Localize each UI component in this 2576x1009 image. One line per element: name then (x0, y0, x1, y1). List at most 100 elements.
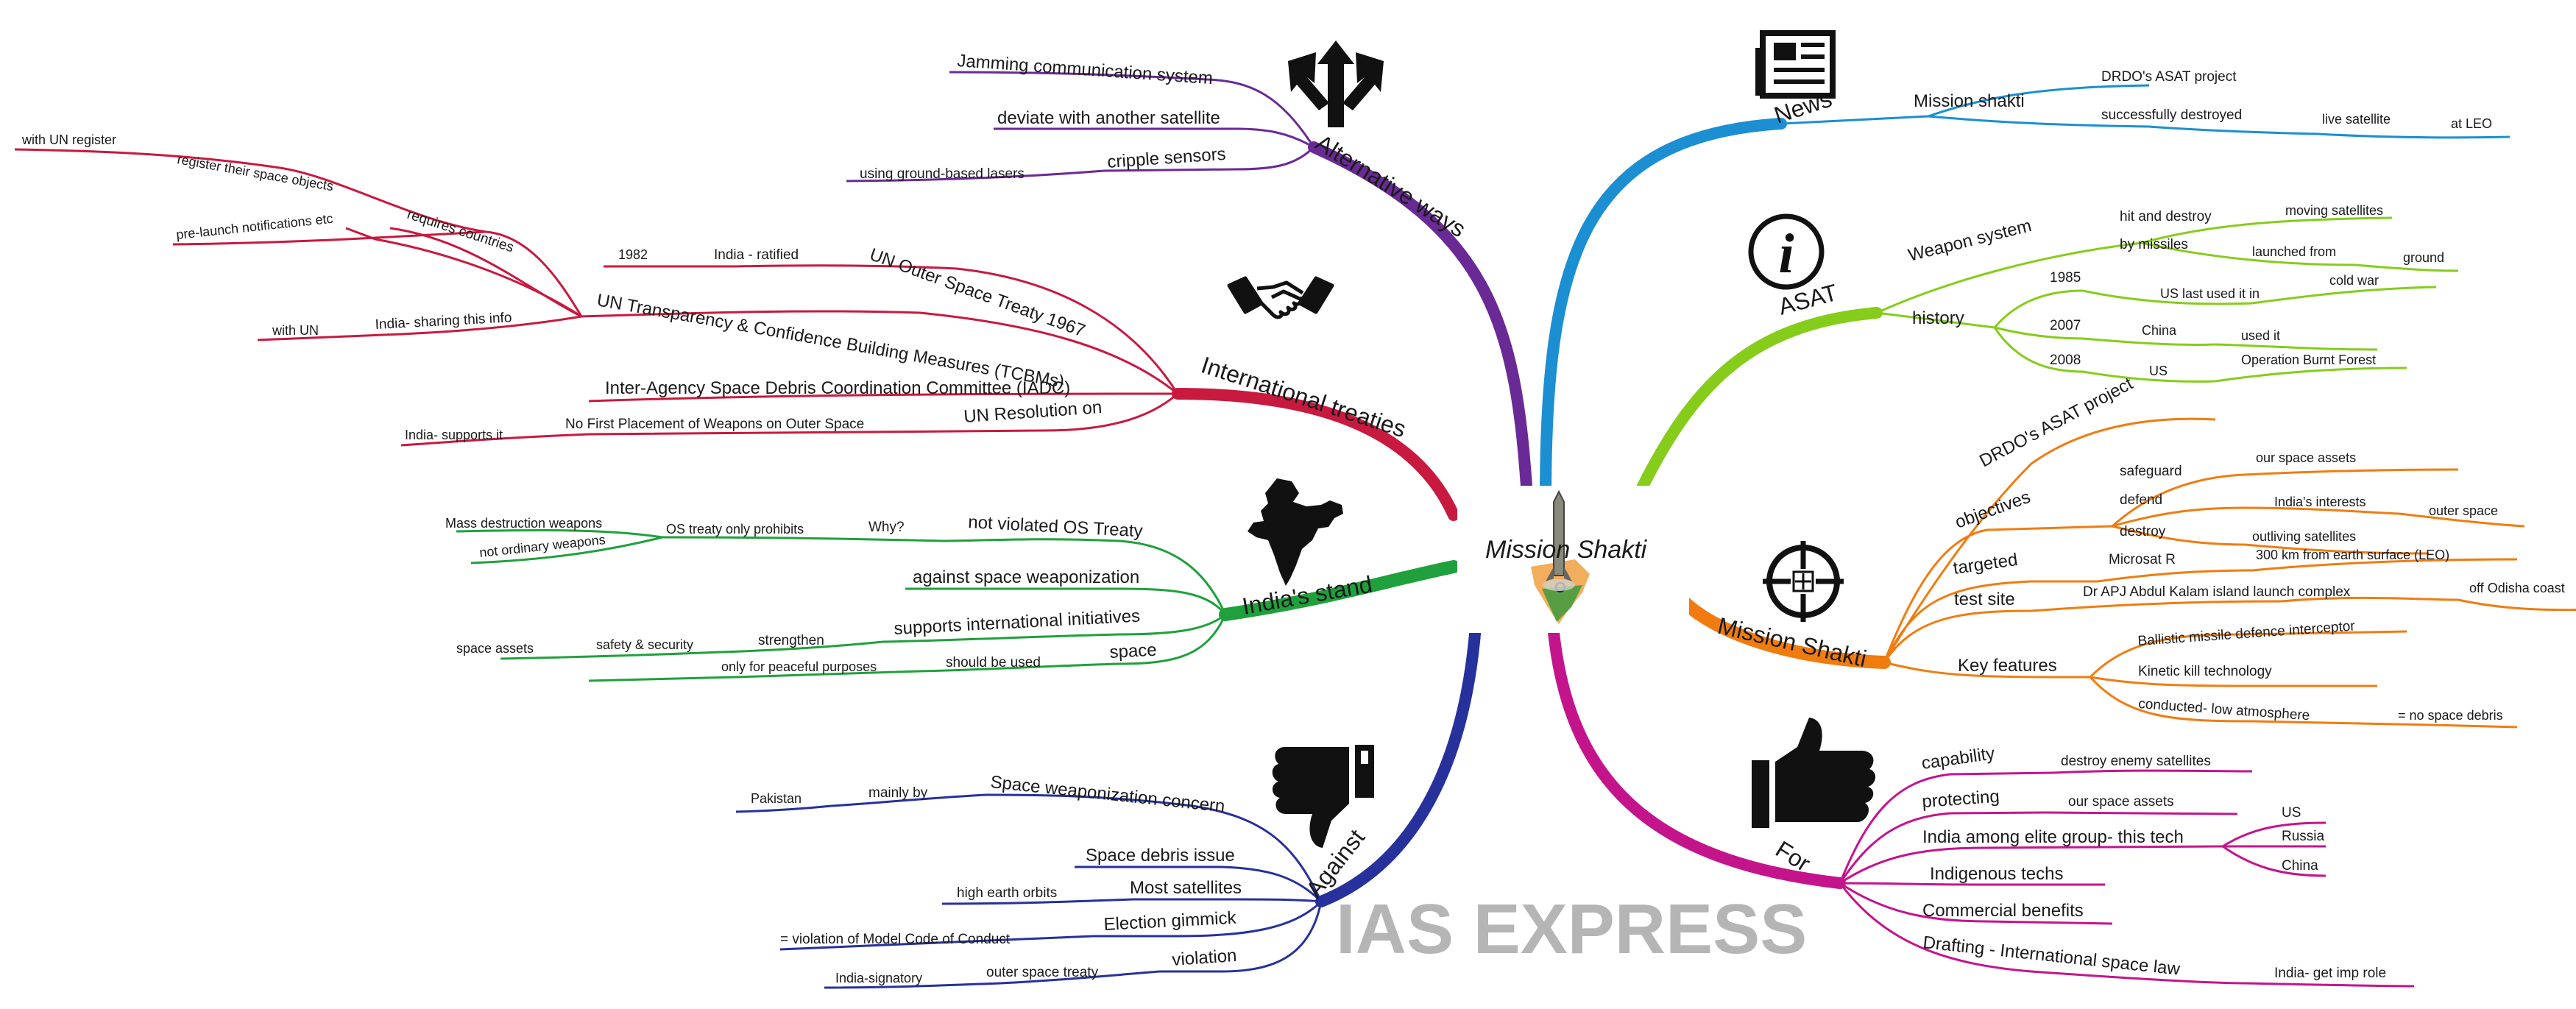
for-elite-group: India among elite group- this tech (1922, 827, 2184, 847)
branch-against-trunk (1315, 620, 1482, 907)
treaties-register-objects: register their space objects (176, 152, 334, 194)
treaties-resolution: UN Resolution on (963, 397, 1103, 427)
asat-launched-from: launched from (2252, 244, 2336, 259)
branch-asat-trunk (1632, 307, 1883, 503)
branch-treaties-trunk (1172, 388, 1459, 521)
against-mainly-by: mainly by (868, 785, 928, 801)
mission-indias-interests: India's interests (2274, 495, 2366, 509)
treaties-india-sharing: India- sharing this info (375, 310, 512, 333)
against-pakistan: Pakistan (751, 791, 802, 806)
asat-2008: 2008 (2050, 353, 2081, 368)
stand-title: India's stand (1240, 570, 1374, 619)
asat-hit-destroy: hit and destroy (2120, 209, 2212, 224)
stand-not-ordinary: not ordinary weapons (478, 532, 606, 560)
mission-off-odisha: off Odisha coast (2469, 581, 2565, 595)
against-high-orbits: high earth orbits (957, 885, 1057, 901)
missile-icon (1543, 489, 1575, 591)
asat-history: history (1912, 308, 1964, 328)
for-our-space-assets: our space assets (2068, 794, 2174, 810)
alternative-deviate: deviate with another satellite (997, 108, 1220, 128)
treaties-prelaunch: pre-launch notifications etc (175, 211, 333, 242)
stand-mass-destruction: Mass destruction weapons (445, 516, 602, 531)
mission-low-atmosphere: conducted- low atmosphere (2138, 696, 2310, 723)
news-drdo-project: DRDO's ASAT project (2101, 69, 2237, 85)
branch-alternative-trunk (1308, 141, 1533, 503)
mission-kalam-complex: Dr APJ Abdul Kalam island launch complex (2083, 584, 2351, 600)
treaties-with-un: with UN (272, 323, 319, 338)
against-ost: outer space treaty (986, 965, 1099, 980)
against-violation: violation (1172, 946, 1238, 970)
mission-outer-space: outer space (2429, 503, 2498, 518)
stand-against-weaponization: against space weaponization (913, 567, 1139, 587)
asat-us-last-used: US last used it in (2160, 286, 2260, 301)
alternative-jamming: Jamming communication system (957, 51, 1214, 88)
asat-2007: 2007 (2050, 318, 2081, 333)
mission-kinetic: Kinetic kill technology (2138, 664, 2272, 679)
stand-safety-security: safety & security (596, 637, 693, 652)
mission-drdo-project: DRDO's ASAT project (1976, 373, 2137, 471)
mission-objectives: objectives (1953, 487, 2034, 533)
news-at-leo: at LEO (2451, 116, 2492, 131)
treaties-1982: 1982 (618, 247, 648, 262)
alternative-cripple: cripple sensors (1107, 144, 1227, 172)
for-destroy-enemy: destroy enemy satellites (2061, 754, 2211, 769)
asat-weapon-system: Weapon system (1906, 216, 2034, 266)
treaties-un-register: with UN register (21, 132, 116, 147)
branch-mission-trunk (1675, 593, 1891, 669)
against-signatory: India-signatory (835, 971, 922, 985)
center-node: Mission Shakti (1457, 486, 1689, 633)
mission-targeted: targeted (1952, 550, 2019, 578)
for-imp-role: India- get imp role (2274, 966, 2386, 981)
for-indigenous: Indigenous techs (1930, 864, 2063, 884)
svg-text:i: i (1778, 223, 1794, 285)
center-title: Mission Shakti (1485, 536, 1648, 564)
mission-defend: defend (2120, 492, 2162, 508)
mission-no-debris: = no space debris (2398, 708, 2503, 723)
for-china: China (2282, 858, 2318, 874)
crosshair-icon (1763, 541, 1844, 622)
handshake-icon (1227, 276, 1334, 319)
mission-300km: 300 km from earth surface (LEO) (2256, 548, 2449, 562)
asat-china: China (2142, 323, 2177, 338)
mission-ballistic: Ballistic missile defence interceptor (2137, 618, 2356, 649)
asat-moving-satellites: moving satellites (2285, 203, 2383, 218)
treaties-india-ratified: India - ratified (714, 247, 799, 263)
treaties-iadc: Inter-Agency Space Debris Coordination C… (605, 378, 1070, 398)
stand-space-assets: space assets (456, 641, 534, 656)
branch-news-trunk (1540, 118, 1787, 505)
arrows-icon (1288, 40, 1384, 127)
asat-cold-war: cold war (2329, 273, 2379, 288)
against-most-satellites: Most satellites (1130, 878, 1242, 898)
news-live-satellite: live satellite (2322, 112, 2391, 127)
alternative-title: Alternative ways (1311, 129, 1471, 242)
india-map-icon (1248, 478, 1343, 586)
newspaper-icon (1755, 30, 1836, 99)
alternative-lasers: using ground-based lasers (860, 166, 1025, 182)
against-election: Election gimmick (1103, 908, 1237, 935)
treaties-india-supports: India- supports it (405, 428, 503, 442)
for-us: US (2282, 805, 2301, 821)
mission-test-site: test site (1954, 590, 2015, 609)
thumbs-down-icon (1272, 745, 1374, 848)
mission-safeguard: safeguard (2120, 464, 2182, 479)
stand-peaceful: only for peaceful purposes (721, 659, 877, 674)
info-icon: i (1748, 213, 1825, 290)
asat-ground: ground (2403, 250, 2444, 265)
asat-operation-burnt-forest: Operation Burnt Forest (2241, 353, 2376, 367)
thumbs-up-icon (1752, 718, 1876, 828)
asat-by-missiles: by missiles (2120, 237, 2188, 252)
mission-key-features: Key features (1958, 656, 2057, 676)
for-commercial: Commercial benefits (1922, 901, 2084, 921)
news-successfully-destroyed: successfully destroyed (2101, 107, 2242, 123)
stand-not-violated: not violated OS Treaty (968, 512, 1144, 541)
stand-os-prohibits: OS treaty only prohibits (666, 522, 804, 537)
mission-title: Mission Shakti (1715, 612, 1869, 672)
branch-for-trunk (1547, 620, 1846, 889)
news-mission-shakti: Mission shakti (1914, 91, 2025, 111)
asat-us: US (2149, 364, 2168, 378)
stand-why: Why? (868, 520, 905, 535)
stand-should-be-used: should be used (946, 655, 1041, 670)
for-protecting: protecting (1922, 787, 2000, 812)
